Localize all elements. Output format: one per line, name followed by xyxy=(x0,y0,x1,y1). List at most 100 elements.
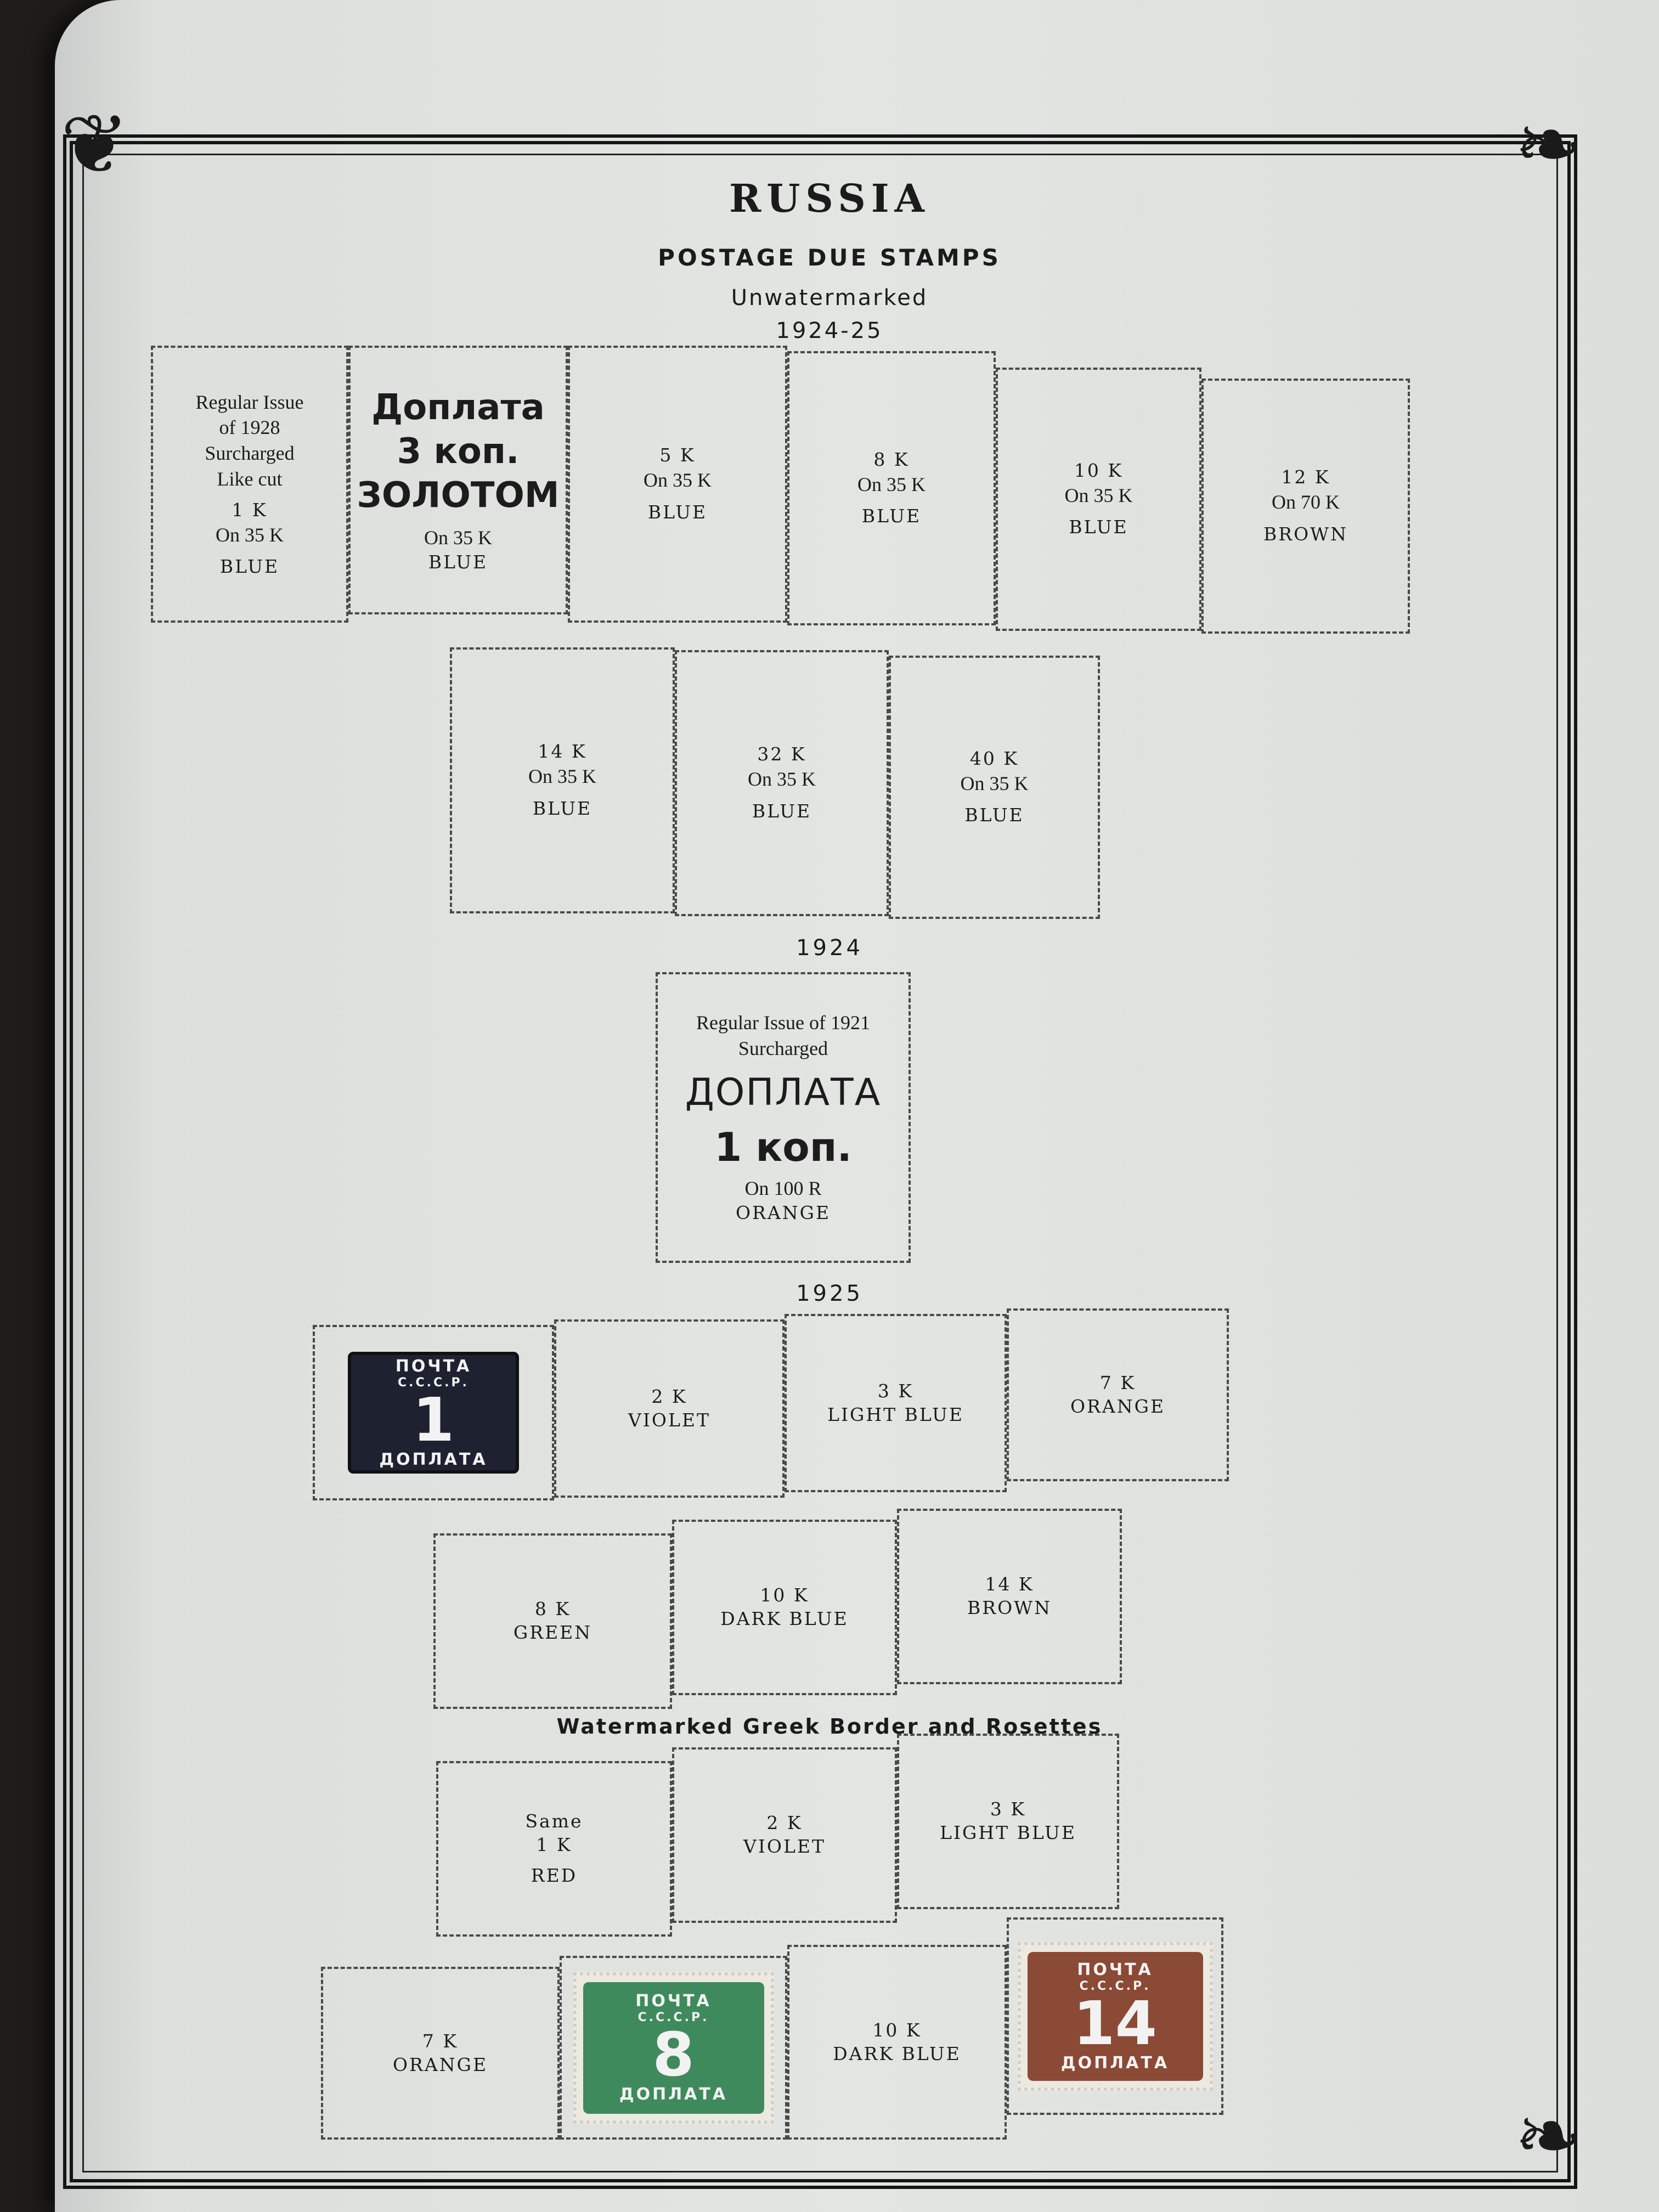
stamp-color: BLUE xyxy=(861,505,922,527)
stamp-text: С.С.С.Р. xyxy=(398,1375,469,1390)
description-line: 3 K xyxy=(990,1798,1026,1820)
corner-ornament-icon: ❧ xyxy=(1514,100,1583,191)
stamp-text: С.С.С.Р. xyxy=(637,2011,709,2024)
description-line: 10 K xyxy=(1074,459,1124,481)
corner-ornament-icon: ❦ xyxy=(60,100,129,191)
description-line: On 35 K xyxy=(644,469,712,492)
section-title: POSTAGE DUE STAMPS xyxy=(658,244,1001,271)
postage-due-stamp-green: ПОЧТА С.С.С.Р. 8 ДОПЛАТА xyxy=(583,1982,764,2114)
stamp-text: ПОЧТА xyxy=(635,1991,712,2011)
stamp-space: Regular Issue of 1921 Surcharged ДОПЛАТА… xyxy=(656,972,911,1263)
year-range: 1924-25 xyxy=(776,318,883,343)
surcharge-value: 1 коп. xyxy=(714,1124,852,1171)
description-line: 10 K xyxy=(760,1584,809,1606)
stamp-color: BLUE xyxy=(532,797,592,819)
description-line: On 35 K xyxy=(424,527,492,549)
description-line: 1 K xyxy=(232,499,268,521)
stamp-space: 40 K On 35 K BLUE xyxy=(889,656,1100,919)
stamp-color: BLUE xyxy=(752,800,812,822)
description-line: 2 K xyxy=(766,1812,803,1834)
stamp-text: ДОПЛАТА xyxy=(619,2085,728,2104)
description-line: Surcharged xyxy=(205,442,295,465)
description-line: Like cut xyxy=(217,468,283,490)
watermark-note: Unwatermarked xyxy=(731,285,928,311)
stamp-space: 7 K ORANGE xyxy=(321,1967,560,2140)
stamp-color: ORANGE xyxy=(1070,1395,1166,1417)
surcharge-text: ДОПЛАТА xyxy=(685,1071,882,1115)
stamp-color: VIOLET xyxy=(628,1409,710,1431)
description-line: of 1928 xyxy=(219,416,280,439)
stamp-color: BROWN xyxy=(967,1597,1052,1618)
stamp-color: BLUE xyxy=(964,804,1024,826)
description-line: 1 K xyxy=(536,1833,572,1855)
description-line: Surcharged xyxy=(738,1037,828,1059)
watermark-heading: Watermarked Greek Border and Rosettes xyxy=(556,1714,1103,1739)
description-line: 8 K xyxy=(534,1598,571,1620)
description-line: Same xyxy=(525,1810,583,1832)
year-heading-1925: 1925 xyxy=(796,1281,863,1306)
stamp-color: BLUE xyxy=(219,556,280,578)
stamp-color: DARK BLUE xyxy=(833,2042,961,2064)
stamp-space: 10 K On 35 K BLUE xyxy=(996,368,1201,631)
stamp-color: BROWN xyxy=(1263,523,1348,545)
description-line: 40 K xyxy=(969,747,1019,769)
stamp-color: VIOLET xyxy=(743,1836,826,1857)
stamp-text: ДОПЛАТА xyxy=(1060,2053,1170,2073)
stamp-color: RED xyxy=(531,1865,578,1887)
description-line: 8 K xyxy=(873,448,910,470)
overprint-text: Доплата xyxy=(371,387,545,428)
stamp-color: ORANGE xyxy=(392,2053,488,2075)
page-border-inner xyxy=(82,154,1558,2172)
stamp-color: DARK BLUE xyxy=(720,1608,849,1629)
album-page xyxy=(55,0,1659,2212)
overprint-text: 3 коп. xyxy=(397,431,520,472)
description-line: 14 K xyxy=(985,1573,1034,1595)
stamp-value: 8 xyxy=(652,2019,695,2090)
page-border xyxy=(63,134,1577,2189)
stamp-color: GREEN xyxy=(513,1622,592,1643)
stamp-text: ДОПЛАТА xyxy=(379,1449,488,1469)
description-line: 14 K xyxy=(538,741,587,763)
stamp-color: ORANGE xyxy=(735,1202,831,1224)
year-heading-1924: 1924 xyxy=(796,935,863,961)
stamp-space: 10 K DARK BLUE xyxy=(787,1945,1007,2140)
description-line: 32 K xyxy=(757,743,806,765)
description-line: 12 K xyxy=(1281,466,1330,488)
stamp-color: LIGHT BLUE xyxy=(940,1822,1076,1843)
overprint-text: ЗОЛОТОМ xyxy=(357,475,560,516)
stamp-perforation: ПОЧТА С.С.С.Р. 14 ДОПЛАТА xyxy=(1017,1942,1213,2091)
stamp-text: ПОЧТА xyxy=(1077,1960,1153,1979)
description-line: 7 K xyxy=(1099,1372,1136,1393)
stamp-color: LIGHT BLUE xyxy=(827,1403,964,1425)
corner-ornament-icon: ❧ xyxy=(1514,2091,1583,2182)
description-line: On 35 K xyxy=(960,772,1029,794)
postage-due-stamp-cut: ПОЧТА С.С.С.Р. 1 ДОПЛАТА xyxy=(348,1352,519,1474)
description-line: On 35 K xyxy=(748,768,816,791)
stamp-color: BLUE xyxy=(1069,516,1128,538)
description-line: 2 K xyxy=(651,1385,687,1407)
stamp-space: ПОЧТА С.С.С.Р. 8 ДОПЛАТА xyxy=(560,1956,787,2140)
page-title: RUSSIA xyxy=(729,176,930,221)
stamp-space: ПОЧТА С.С.С.Р. 14 ДОПЛАТА xyxy=(1007,1917,1223,2115)
stamp-value: 14 xyxy=(1073,1988,1158,2058)
description-line: On 70 K xyxy=(1272,491,1340,514)
stamp-color: BLUE xyxy=(428,551,488,573)
description-line: On 35 K xyxy=(1064,484,1133,506)
description-line: On 100 R xyxy=(744,1177,822,1200)
stamp-perforation: ПОЧТА С.С.С.Р. 8 ДОПЛАТА xyxy=(573,1972,774,2124)
stamp-color: BLUE xyxy=(647,501,708,523)
stamp-space: 32 K On 35 K BLUE xyxy=(675,650,889,916)
